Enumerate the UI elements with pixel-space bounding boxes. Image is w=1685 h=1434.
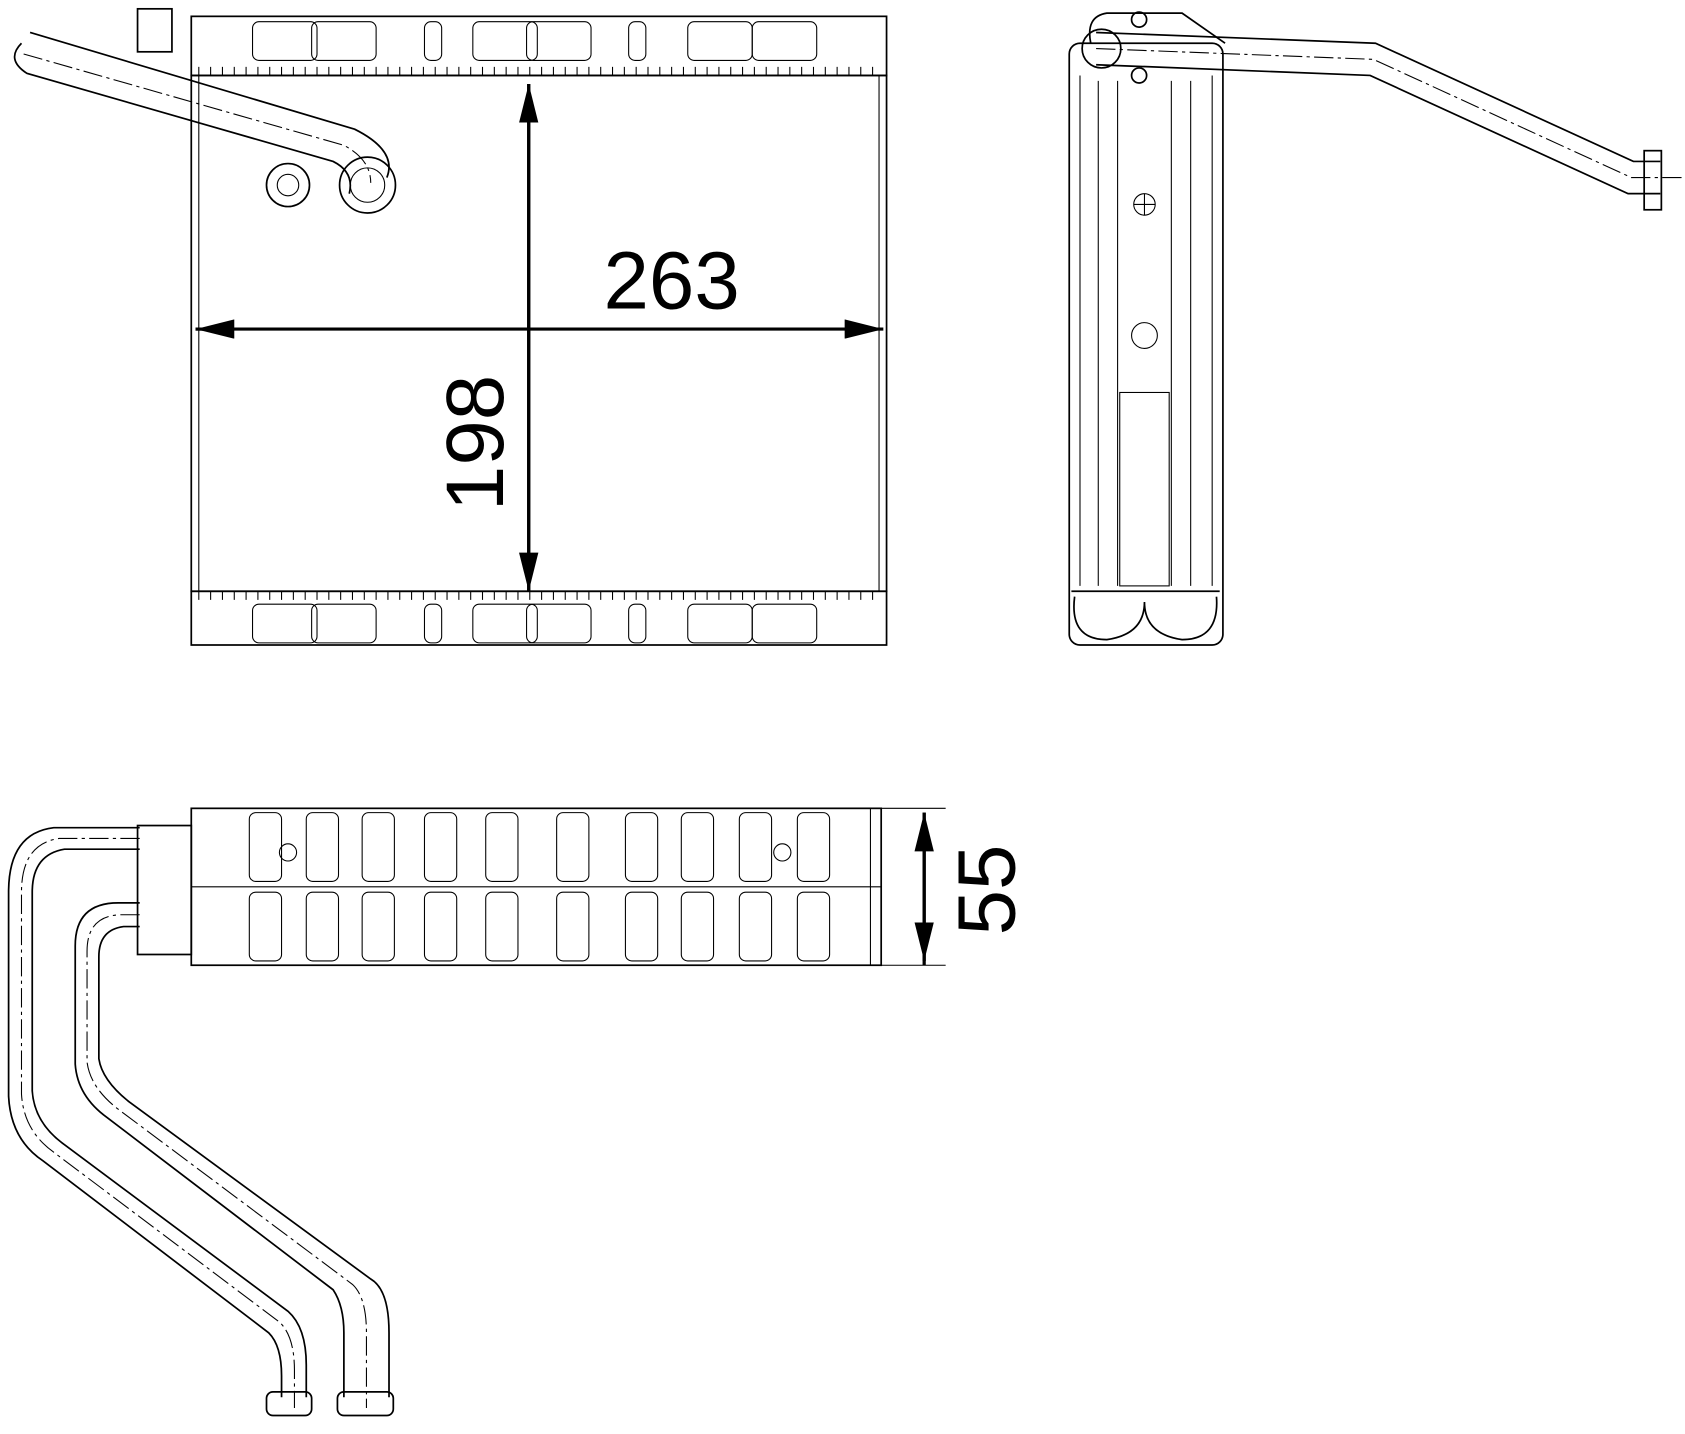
width-dimension-label: 263 [604,236,740,327]
tank-rib [526,21,592,61]
bottom-rib [624,812,659,882]
tank-rib [472,21,538,61]
bottom-rib [796,891,831,962]
bottom-rib [305,891,340,962]
tank-rib [423,21,443,61]
bottom-rib [305,812,340,882]
tank-rib [687,603,753,644]
bottom-rib [361,812,395,882]
bottom-tank [190,590,888,646]
tank-rib [251,603,318,644]
bottom-rib [796,812,831,882]
height-dimension-label: 198 [430,375,521,511]
tank-rib [687,21,753,61]
tank-rib [751,603,818,644]
bottom-view: 55 [7,807,1032,1417]
tank-rib [751,21,818,61]
bottom-rib [680,812,715,882]
front-view: 263 198 [13,7,888,646]
pipe-assembly [13,7,397,214]
tank-rib [251,21,318,61]
bottom-rib [738,891,773,962]
side-outline [1068,42,1224,646]
bottom-rib [624,891,659,962]
depth-dimension-label: 55 [941,845,1032,936]
bottom-rib [423,812,458,882]
bottom-rib [248,812,283,882]
bottom-rib [738,812,773,882]
bottom-rib [556,812,590,882]
tank-rib [311,603,377,644]
tank-rib [628,603,647,644]
tank-rib [472,603,538,644]
top-tank [190,15,888,77]
core-outline [190,74,888,593]
tank-rib [311,21,377,61]
bottom-rib [485,891,519,962]
bottom-rib [423,891,458,962]
bottom-rib [556,891,590,962]
bottom-rib [485,812,519,882]
tank-rib [526,603,592,644]
tank-rib [423,603,443,644]
bottom-rib [361,891,395,962]
bottom-rib [248,891,283,962]
bottom-rib [680,891,715,962]
tank-rib [628,21,647,61]
side-view [1068,11,1682,646]
